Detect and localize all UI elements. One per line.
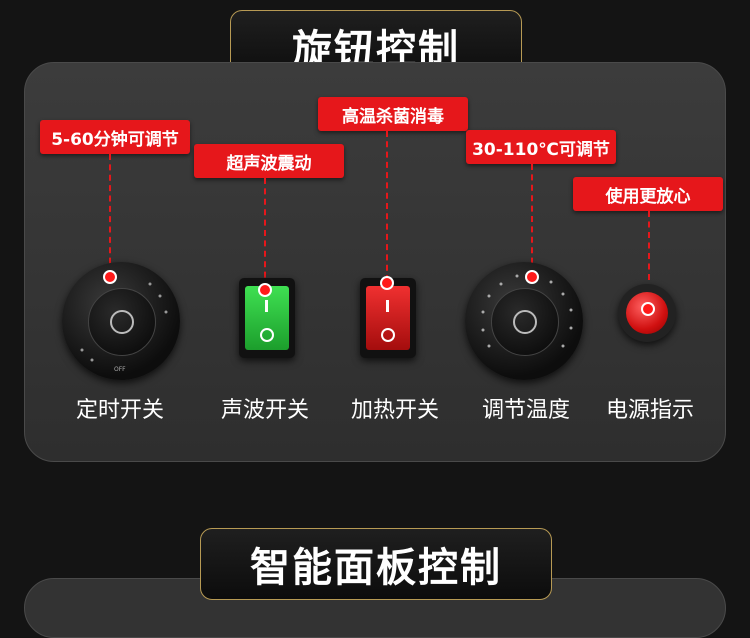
power-callout-dot — [641, 302, 655, 316]
clock-icon — [110, 310, 134, 334]
timer-knob[interactable]: OFF — [62, 262, 180, 380]
temperature-callout-dot — [525, 270, 539, 284]
heating-callout-dot — [380, 276, 394, 290]
sterilization-tag: 高温杀菌消毒 — [318, 97, 468, 131]
heating-switch-label: 加热开关 — [350, 398, 439, 423]
timer-knob-cap — [88, 288, 156, 356]
temperature-knob[interactable] — [465, 262, 583, 380]
temperature-adjust-label: 调节温度 — [481, 398, 570, 423]
timer-switch-label: 定时开关 — [75, 398, 164, 423]
power-indicator-label: 电源指示 — [605, 398, 694, 423]
red-rocker-icon — [366, 286, 410, 350]
section-title: 智能面板控制 — [200, 528, 552, 600]
ultrasonic-callout-dot — [258, 283, 272, 297]
safety-tag: 使用更放心 — [573, 177, 723, 211]
heating-rocker-switch[interactable] — [360, 278, 416, 358]
ultrasonic-tag: 超声波震动 — [194, 144, 344, 178]
ultrasonic-switch-label: 声波开关 — [220, 398, 309, 423]
timer-off-mark: OFF — [114, 366, 126, 373]
timer-callout-line — [109, 154, 111, 274]
heating-callout-line — [386, 131, 388, 281]
timer-scale-icon — [80, 282, 168, 362]
ultrasonic-callout-line — [264, 178, 266, 288]
thermostat-icon — [513, 310, 537, 334]
power-callout-line — [648, 211, 650, 301]
timer-range-tag: 5-60分钟可调节 — [40, 120, 190, 154]
timer-callout-dot — [103, 270, 117, 284]
temperature-knob-cap — [491, 288, 559, 356]
temperature-scale-icon — [481, 274, 573, 348]
temperature-callout-line — [531, 164, 533, 274]
temperature-range-tag: 30-110℃可调节 — [466, 130, 616, 164]
